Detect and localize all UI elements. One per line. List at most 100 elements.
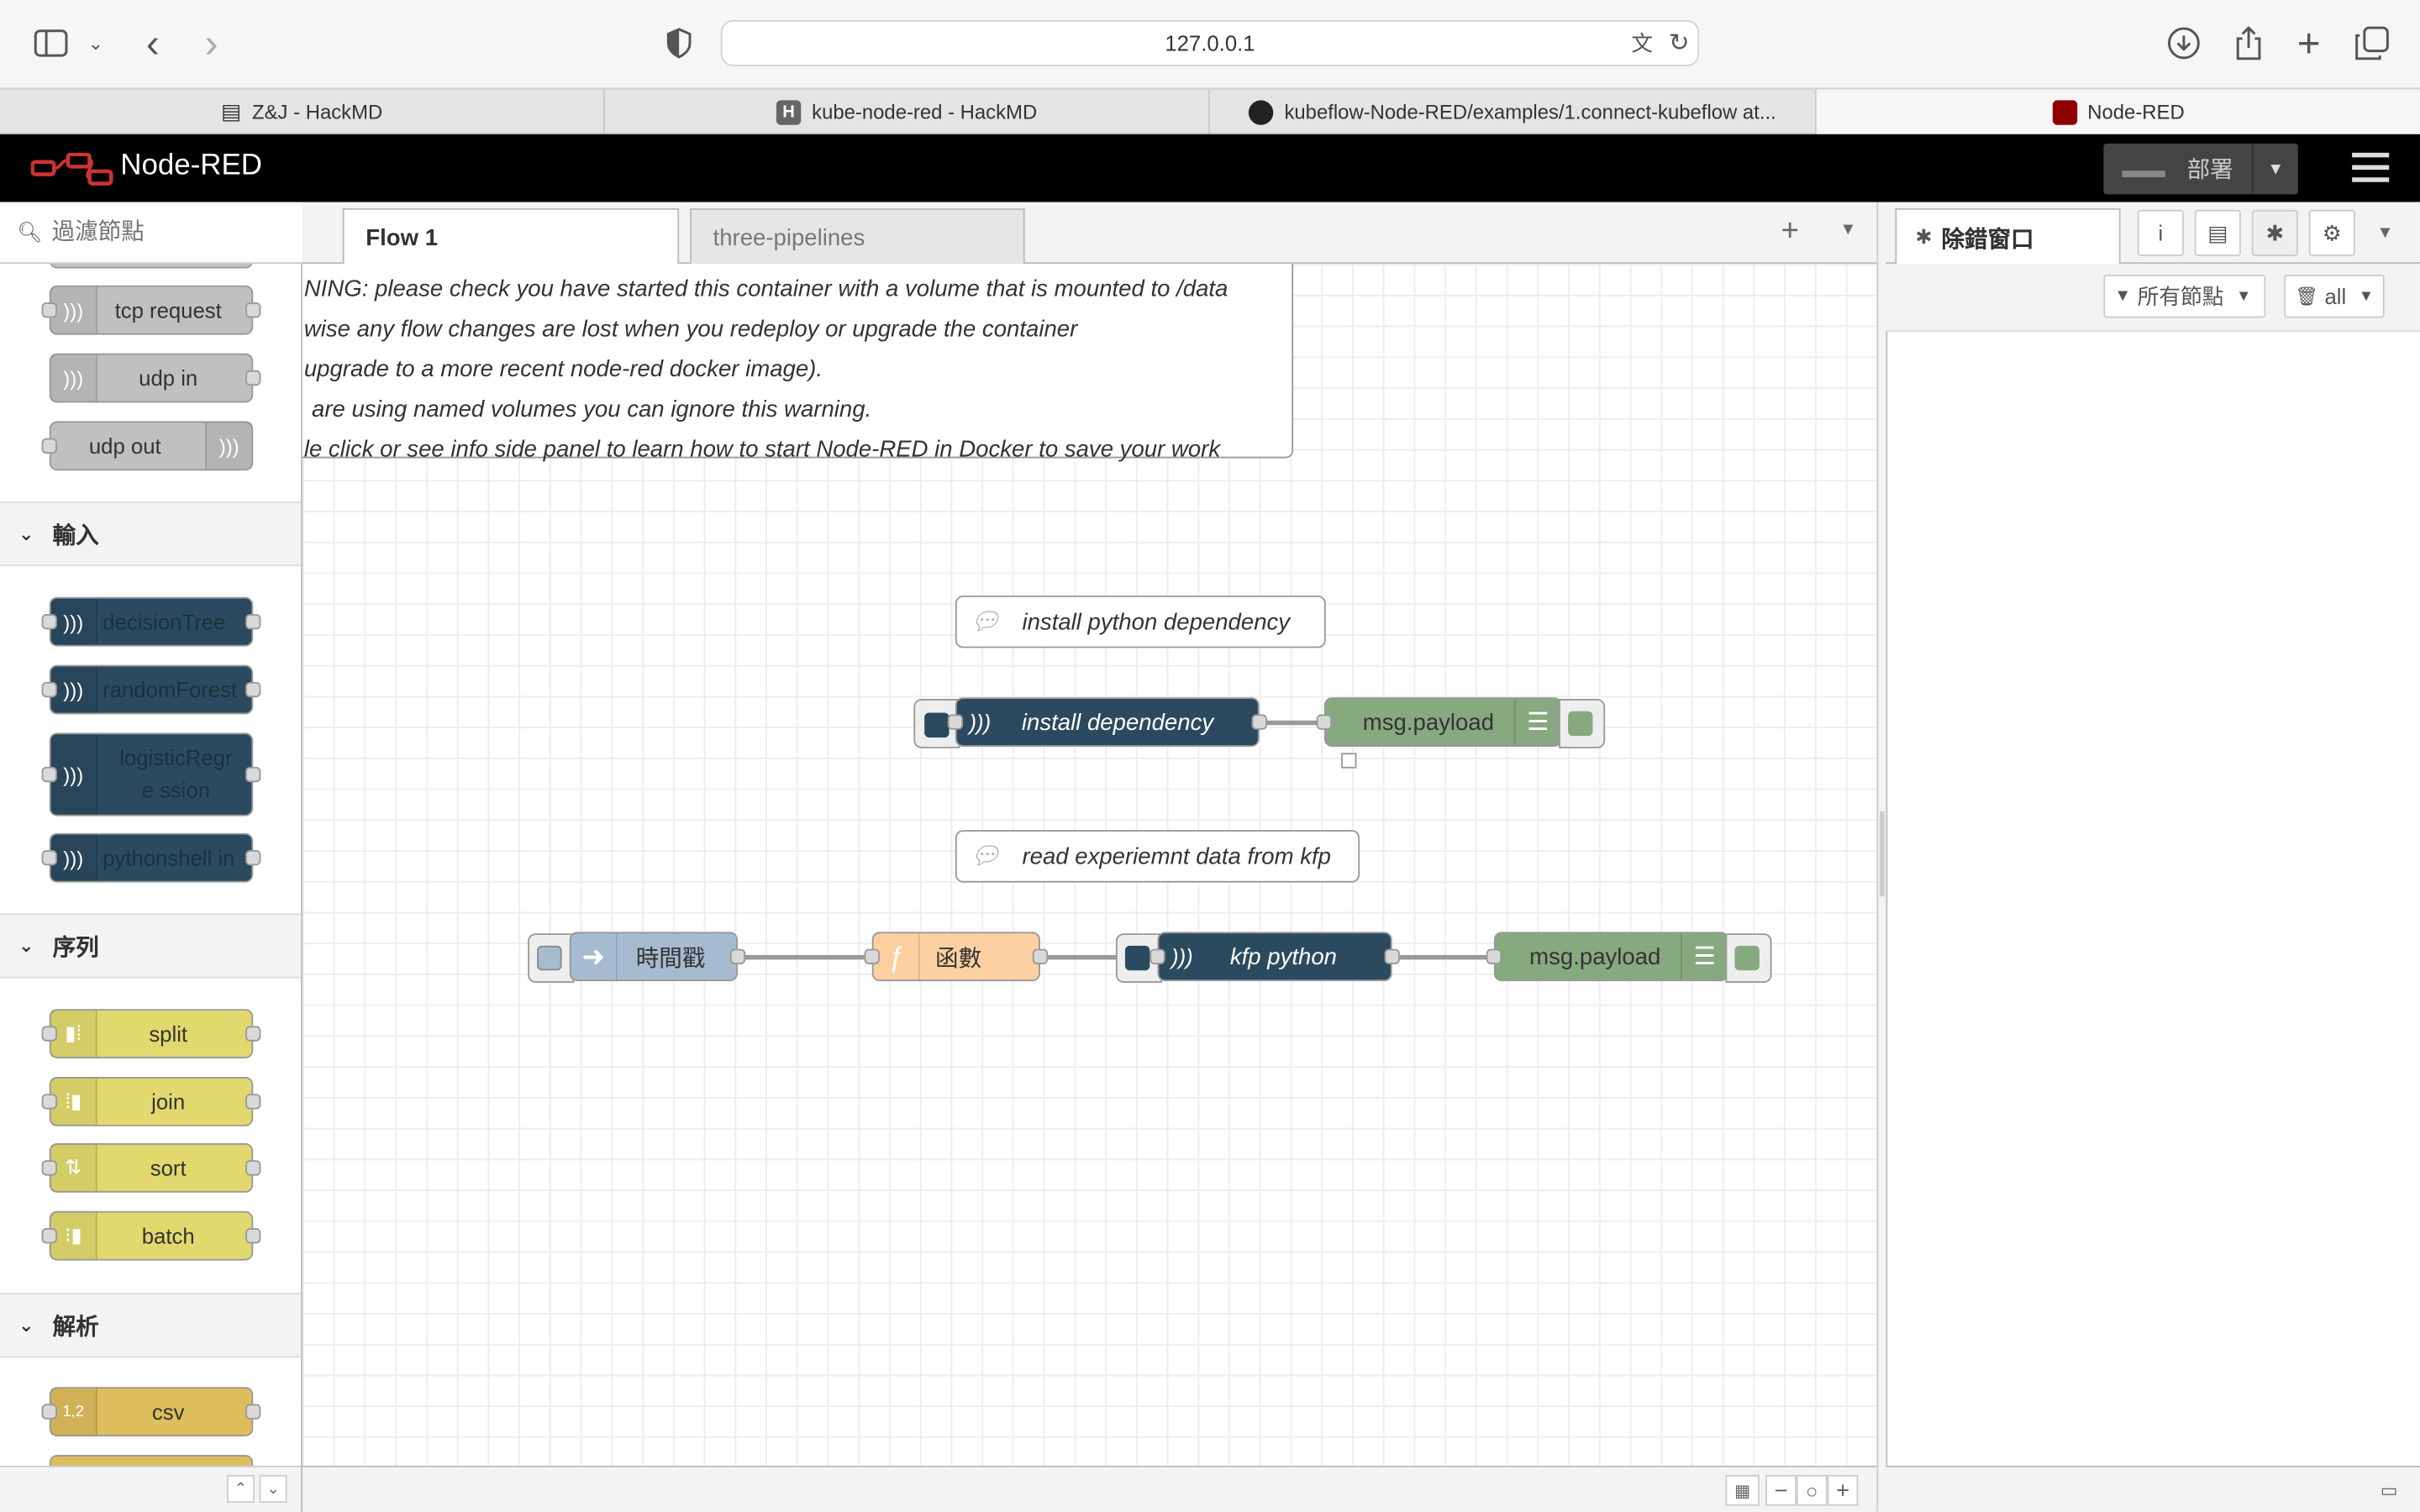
chevron-down-icon[interactable]: ⌄ [87, 32, 104, 55]
palette-category-sequence[interactable]: ⌄ 序列 [0, 913, 302, 979]
palette-node-join[interactable]: ⁞▮ join [41, 1077, 261, 1126]
input-port [41, 1094, 57, 1110]
shield-icon[interactable] [660, 24, 697, 61]
deploy-icon: ▬▬ [2122, 156, 2165, 181]
info-icon[interactable]: i [2137, 209, 2184, 256]
browser-tab-kube-node-red[interactable]: H kube-node-red - HackMD [605, 89, 1210, 134]
palette-category-input[interactable]: ⌄ 輸入 [0, 501, 302, 567]
tab-overview-icon[interactable] [2352, 24, 2392, 64]
tab-three-pipelines[interactable]: three-pipelines [690, 207, 1025, 265]
comment-read-experiment-data[interactable]: 💬︎ read experiemnt data from kfp [955, 830, 1360, 883]
wire[interactable] [1039, 954, 1158, 960]
palette-category-parser[interactable]: ⌄ 解析 [0, 1293, 302, 1358]
navigator-map-icon[interactable]: ▦ [1725, 1474, 1760, 1506]
sidebar-footer: ▭ [1886, 1465, 2420, 1512]
node-msg-payload-debug[interactable]: msg.payload ☰ [1316, 697, 1562, 747]
wire[interactable] [737, 954, 872, 960]
share-icon[interactable] [2228, 22, 2269, 65]
tab-debug[interactable]: ✱ 除錯窗口 [1895, 207, 2121, 265]
output-port [245, 1026, 261, 1042]
browser-tab-zj-hackmd[interactable]: ▤ Z&J - HackMD [0, 89, 605, 134]
node-label: kfp python [1229, 943, 1337, 970]
node-kfp-python[interactable]: ))) kfp python [1150, 932, 1400, 982]
browser-tab-github[interactable]: kubeflow-Node-RED/examples/1.connect-kub… [1210, 89, 1817, 134]
palette-node-split[interactable]: ▮⁞ split [41, 1009, 261, 1058]
palette-node-batch[interactable]: ⁝▮ batch [41, 1210, 261, 1261]
palette-node-label: udp out [88, 433, 161, 459]
flow-list-dropdown-icon[interactable]: ▼ [1839, 220, 1857, 239]
download-icon[interactable] [2164, 24, 2204, 64]
collapse-all-icon[interactable]: ⌃ [226, 1474, 255, 1503]
palette-node-randomforest[interactable]: ))) randomForest [41, 664, 261, 715]
deploy-dropdown-icon[interactable]: ▼ [2251, 143, 2298, 195]
debug-clear-button[interactable]: 🗑︎ all ▼ [2284, 274, 2385, 318]
gear-icon[interactable]: ⚙ [2308, 209, 2355, 256]
wire[interactable] [1259, 720, 1324, 726]
palette-node-label: decisionTree [103, 609, 226, 634]
debug-filter-select[interactable]: ▼ 所有節點 ▼ [2103, 274, 2266, 318]
palette-node-udp-out[interactable]: udp out ))) [41, 421, 254, 471]
comment-install-python-dependency[interactable]: 💬︎ install python dependency [955, 595, 1326, 648]
palette-node-tcp-request[interactable]: ))) tcp request [41, 285, 261, 335]
sidebar-dropdown-icon[interactable]: ▼ [2376, 223, 2394, 243]
new-tab-icon[interactable]: + [2296, 18, 2321, 66]
open-window-icon[interactable]: ▭ [2380, 1479, 2398, 1502]
tab-label: Flow 1 [366, 225, 439, 252]
book-icon[interactable]: ▤ [2194, 209, 2241, 256]
translate-icon[interactable]: 文 [1631, 30, 1654, 56]
debug-toggle-button[interactable] [1559, 699, 1606, 748]
palette-node-pythonshell-in[interactable]: ))) pythonshell in [41, 832, 261, 883]
menu-icon[interactable] [2352, 152, 2390, 184]
back-arrow-icon[interactable]: ‹ [145, 18, 160, 66]
browser-tab-label: kube-node-red - HackMD [812, 100, 1038, 123]
node-function[interactable]: ƒ 函數 [864, 932, 1049, 982]
output-port [245, 614, 261, 630]
debug-list-icon: ☰ [1513, 699, 1560, 746]
inject-button[interactable] [1115, 933, 1163, 983]
debug-clear-label: all [2324, 283, 2347, 309]
node-install-dependency[interactable]: ))) install dependency [947, 697, 1267, 747]
bug-icon[interactable]: ✱ [2251, 209, 2298, 256]
bug-icon: ✱ [1915, 225, 1933, 249]
tab-flow-1[interactable]: Flow 1 [342, 207, 680, 267]
palette-node-csv[interactable]: 1,2 csv [41, 1387, 261, 1436]
browser-tab-node-red[interactable]: Node-RED [1816, 89, 2420, 134]
palette-filter[interactable]: 🔍︎ [0, 202, 302, 265]
sidebar-splitter[interactable] [1876, 202, 1886, 1512]
palette-node-sort[interactable]: ⇅ sort [41, 1142, 261, 1193]
reload-icon[interactable]: ↻ [1669, 30, 1690, 57]
docker-warning-comment[interactable]: NING: please check you have started this… [302, 264, 1294, 463]
warning-line: wise any flow changes are lost when you … [303, 316, 1078, 343]
wire[interactable] [1392, 954, 1494, 960]
warning-line: le click or see info side panel to learn… [303, 436, 1221, 464]
address-bar[interactable]: 127.0.0.1 [720, 19, 1700, 66]
chevron-down-icon: ⌄ [18, 1314, 34, 1336]
add-flow-icon[interactable]: + [1781, 214, 1800, 249]
app-title: Node-RED [120, 150, 263, 182]
zoom-reset-icon[interactable]: ○ [1796, 1474, 1828, 1506]
inject-button[interactable] [528, 933, 575, 983]
zoom-out-icon[interactable]: − [1765, 1474, 1797, 1506]
batch-icon: ⁝▮ [50, 1212, 97, 1259]
node-msg-payload-debug[interactable]: msg.payload ☰ [1486, 932, 1729, 982]
output-port [1032, 948, 1049, 964]
debug-toggle-button[interactable] [1725, 933, 1772, 983]
sidebar-toggle-icon[interactable] [31, 28, 71, 59]
tab-label: three-pipelines [713, 224, 865, 251]
node-timestamp-inject[interactable]: ➜ 時間戳 [569, 932, 746, 982]
workspace-canvas[interactable]: NING: please check you have started this… [302, 264, 1877, 1466]
warning-line: are using named volumes you can ignore t… [312, 396, 872, 423]
palette-node-udp-in[interactable]: ))) udp in [49, 353, 261, 403]
expand-all-icon[interactable]: ⌄ [259, 1474, 287, 1503]
palette-filter-input[interactable] [51, 218, 284, 246]
palette-node-logisticregression[interactable]: ))) logisticRegre ssion [41, 732, 261, 816]
palette-node-label: csv [151, 1399, 185, 1425]
palette-node-decisiontree[interactable]: ))) decisionTree [41, 596, 261, 647]
zoom-in-icon[interactable]: + [1827, 1474, 1859, 1506]
output-port [245, 1228, 261, 1244]
node-label: 函數 [935, 944, 982, 972]
forward-arrow-icon[interactable]: › [204, 18, 218, 66]
deploy-label: 部署 [2186, 157, 2233, 184]
deploy-button[interactable]: ▬▬ 部署 ▼ [2103, 143, 2298, 195]
chevron-down-icon: ▼ [2358, 287, 2375, 305]
